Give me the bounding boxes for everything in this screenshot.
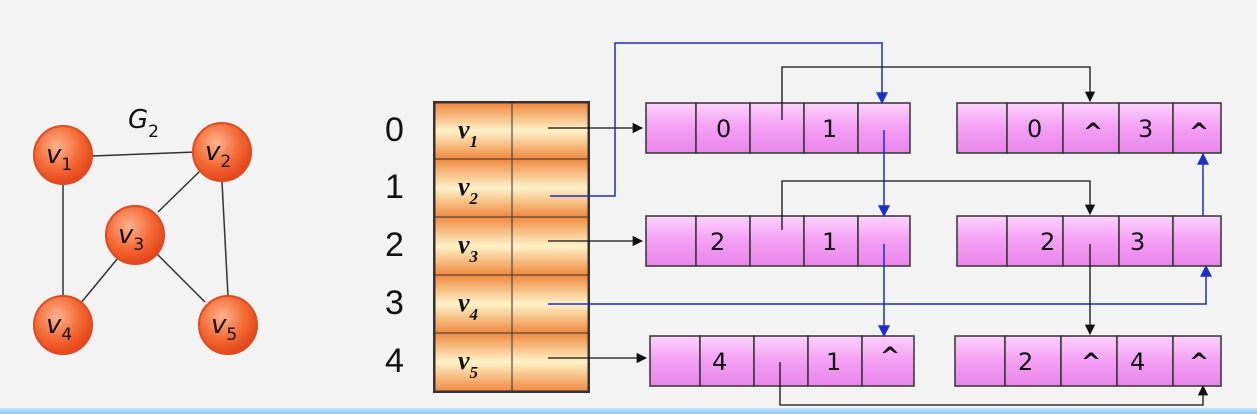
svg-text:4: 4 (1130, 348, 1145, 376)
index-1: 1 (385, 168, 404, 206)
svg-text:v2: v2 (205, 137, 231, 172)
index-column: 0 1 2 3 4 (385, 111, 404, 380)
graph-edge-v3-v4 (79, 257, 119, 305)
svg-text:2: 2 (1018, 348, 1033, 376)
graph-vertex-v2: v2 (192, 122, 252, 182)
graph-vertex-v4: v4 (33, 295, 93, 355)
svg-text:v1: v1 (46, 140, 72, 175)
graph-edge-v2-v3 (157, 170, 201, 213)
svg-text:2: 2 (710, 228, 725, 256)
graph-edge-v1-v2 (91, 151, 197, 157)
svg-text:^: ^ (880, 342, 900, 370)
svg-text:3: 3 (1138, 115, 1153, 143)
graph-edge-v2-v5 (221, 181, 229, 297)
edge-node-2-3: 2 3 (956, 215, 1222, 267)
bottom-rule (0, 408, 1257, 414)
edge-node-2-1: 2 1 (645, 215, 911, 267)
svg-text:^: ^ (1189, 348, 1209, 376)
index-4: 4 (385, 342, 404, 380)
index-0: 0 (385, 111, 404, 149)
svg-text:v5: v5 (211, 310, 237, 345)
edge-node-0-1: 0 1 (645, 102, 911, 154)
svg-text:2: 2 (1040, 228, 1055, 256)
vertex-row-1: v2 (434, 158, 589, 218)
svg-text:0: 0 (716, 115, 731, 143)
svg-text:v5: v5 (458, 346, 479, 382)
svg-text:0: 0 (1027, 115, 1042, 143)
v2-first-pointer (550, 42, 888, 197)
graph-g2: G2 v1 v2 v3 v4 v5 (33, 105, 258, 355)
index-3: 3 (385, 284, 404, 322)
index-2: 2 (385, 226, 404, 264)
edge-node-4-1: 4 1 ^ (649, 335, 915, 387)
ilink-pointers (779, 66, 1209, 406)
svg-text:v2: v2 (458, 172, 479, 208)
first-in-pointers (548, 122, 648, 364)
vertex-array: v1 v2 v3 v4 v5 (433, 101, 590, 393)
svg-text:^: ^ (1081, 348, 1101, 376)
graph-edge-v3-v5 (156, 253, 206, 303)
svg-text:^: ^ (1189, 118, 1209, 146)
svg-text:v3: v3 (118, 220, 144, 255)
v4-first-pointer (548, 264, 1212, 305)
svg-text:3: 3 (1130, 228, 1145, 256)
graph-vertex-v1: v1 (33, 125, 93, 185)
vertex-row-0: v1 (434, 102, 589, 160)
svg-text:1: 1 (822, 115, 837, 143)
svg-text:1: 1 (826, 348, 841, 376)
vertex-row-4: v5 (434, 332, 589, 392)
graph-vertex-v5: v5 (198, 295, 258, 355)
vertex-row-2: v3 (434, 216, 589, 276)
svg-text:4: 4 (712, 348, 727, 376)
svg-text:1: 1 (822, 228, 837, 256)
svg-text:v3: v3 (458, 230, 479, 266)
svg-text:v4: v4 (46, 310, 72, 345)
graph-vertex-v3: v3 (105, 205, 165, 265)
svg-text:v4: v4 (458, 288, 478, 324)
svg-text:^: ^ (1083, 118, 1103, 146)
edge-node-0-3: 0 ^ 3 ^ (956, 102, 1222, 154)
edge-node-2-4: 2 ^ 4 ^ (954, 335, 1222, 387)
svg-text:v1: v1 (458, 115, 478, 151)
graph-title: G2 (128, 105, 159, 142)
